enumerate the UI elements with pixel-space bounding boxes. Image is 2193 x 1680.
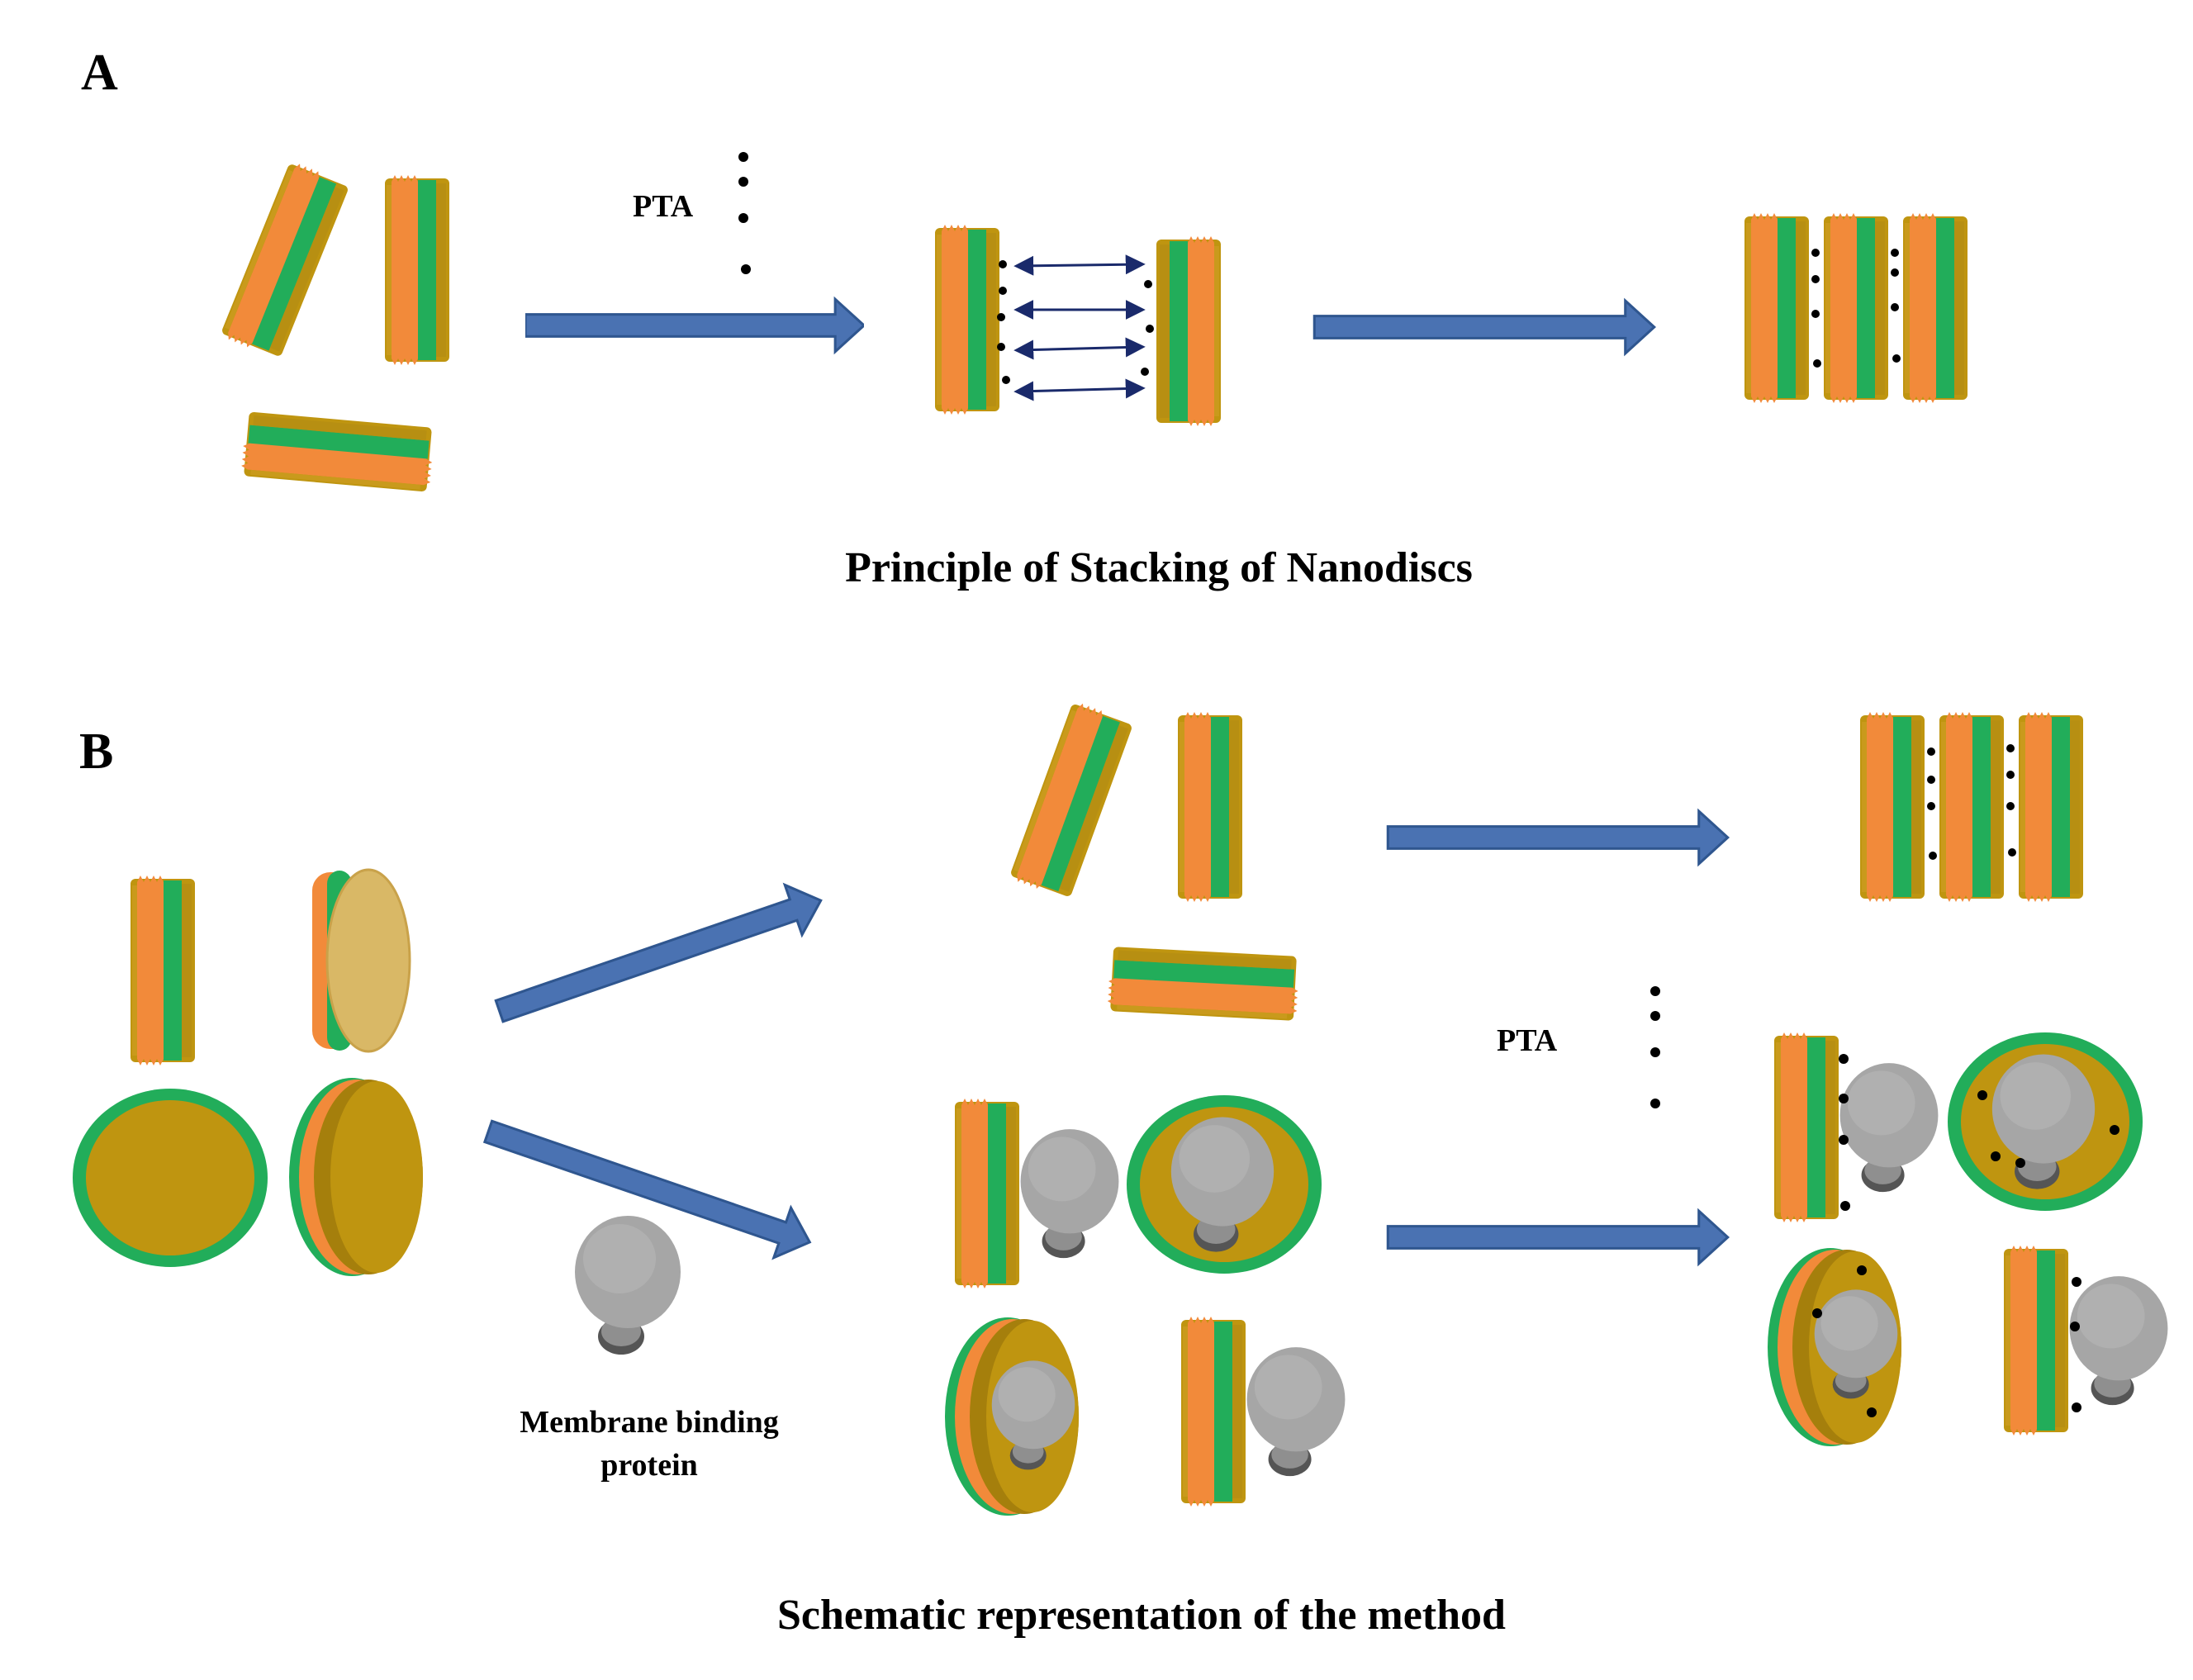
stack-pta-dots — [1811, 249, 1901, 368]
panel-a-nanodisc-stack — [1744, 213, 1968, 403]
final-disc-side-1 — [1774, 1032, 1939, 1222]
final-disc-tilted — [1768, 1248, 1901, 1446]
b-stack-disc-1 — [1860, 712, 1925, 902]
pta-dots-pair — [997, 260, 1154, 384]
protein-label-line2: protein — [600, 1448, 698, 1483]
panel-a-interacting-pair — [935, 225, 1221, 426]
b-stack-disc-2 — [1939, 712, 2004, 902]
nanodisc-side — [131, 876, 195, 1065]
empty-disc-horizontal — [1107, 947, 1300, 1021]
nanodisc-face — [73, 1089, 268, 1267]
panel-b-letter: B — [79, 724, 113, 780]
final-disc-face — [1948, 1032, 2143, 1211]
panel-b-pta-dots — [1650, 986, 1660, 1108]
panel-b-start-nanodiscs — [73, 868, 423, 1276]
panel-a-loose-nanodiscs — [219, 159, 449, 492]
nanodisc-tilted-light — [311, 868, 411, 1053]
panel-a-letter: A — [81, 45, 118, 101]
panel-a-pta-label: PTA — [633, 189, 694, 224]
b-stack-pta-dots — [1927, 744, 2016, 860]
panel-b-final-loaded-nanodiscs — [1768, 1032, 2168, 1446]
nanodisc-horizontal — [240, 411, 435, 492]
stack-disc-1 — [1744, 213, 1809, 403]
nanodisc-right — [1156, 236, 1221, 426]
panel-b-arrow-top — [1386, 809, 1730, 866]
panel-a-pta-dots — [738, 152, 751, 274]
interaction-arrows — [1013, 254, 1146, 401]
empty-disc-tilted — [1009, 700, 1134, 901]
loaded-disc-face — [1127, 1095, 1322, 1274]
loaded-disc-tilted — [945, 1317, 1079, 1516]
b-stack-disc-3 — [2019, 712, 2083, 902]
panel-a-caption: Principle of Stacking of Nanodiscs — [845, 544, 1473, 591]
panel-a-arrow-1 — [525, 297, 864, 354]
nanodisc-tilted — [219, 159, 351, 361]
panel-b-pta-label: PTA — [1497, 1023, 1558, 1058]
final-disc-side-2 — [2004, 1246, 2168, 1436]
panel-b-loaded-nanodiscs — [945, 1095, 1346, 1516]
panel-a-arrow-2 — [1312, 299, 1656, 355]
stack-disc-3 — [1903, 213, 1968, 403]
panel-b-arrow-bottom — [1386, 1209, 1730, 1265]
membrane-protein — [575, 1216, 681, 1355]
nanodisc-left — [935, 225, 999, 415]
panel-b-arrow-up — [489, 874, 831, 1038]
nanodisc-upright — [385, 175, 449, 365]
panel-b-empty-nanodiscs — [1009, 700, 1300, 1021]
nanodisc-tilted — [289, 1078, 423, 1276]
stack-disc-2 — [1824, 213, 1888, 403]
loaded-disc-side-1 — [955, 1099, 1119, 1288]
empty-disc-upright — [1178, 712, 1242, 902]
panel-b-caption: Schematic representation of the method — [777, 1592, 1506, 1639]
panel-b-nanodisc-stack — [1860, 712, 2083, 902]
loaded-disc-side-2 — [1181, 1317, 1346, 1507]
protein-label-line1: Membrane binding — [520, 1405, 779, 1440]
